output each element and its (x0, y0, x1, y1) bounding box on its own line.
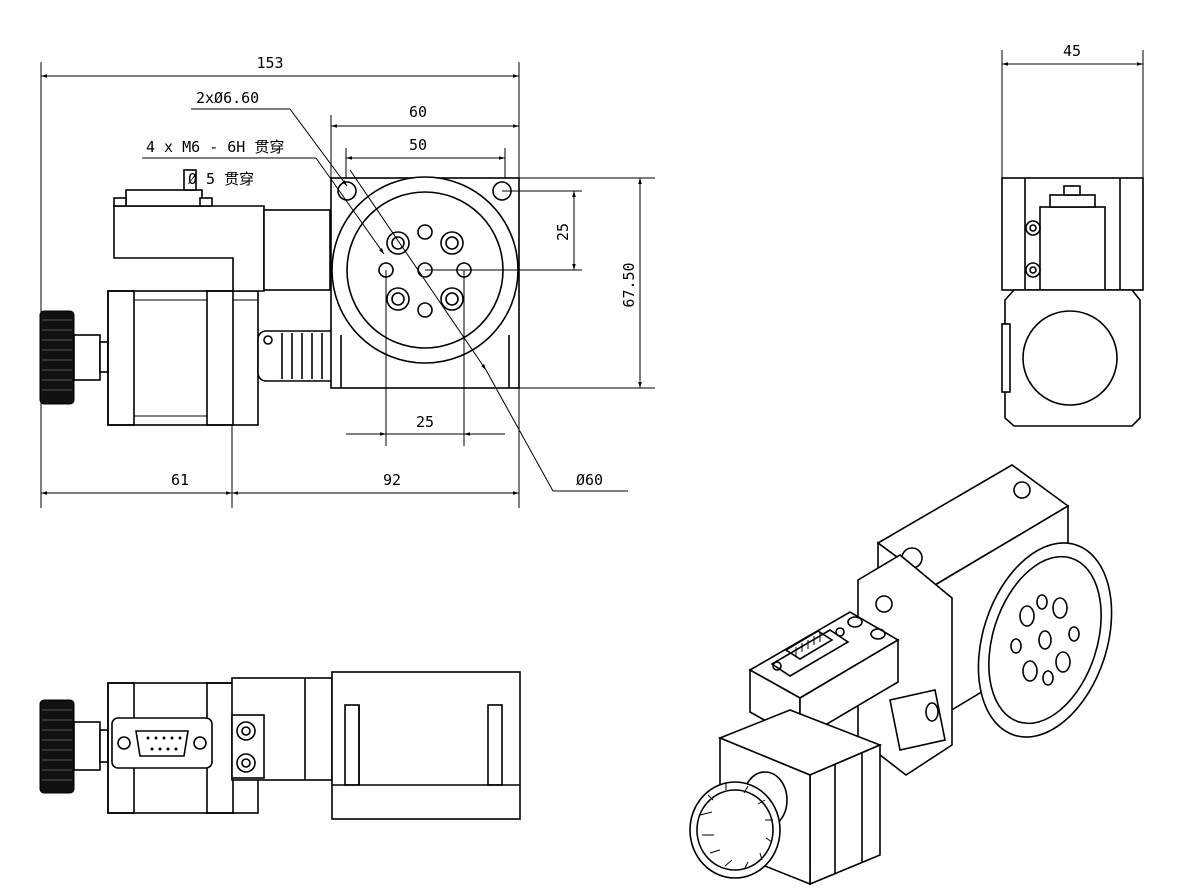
note-through-hole: Ø 5 贯穿 (188, 170, 254, 188)
dim-flange-outer: 60 (409, 103, 427, 121)
dim-flange-inner: 50 (409, 136, 427, 154)
dim-hole-spacing-horizontal: 25 (416, 413, 434, 431)
note-tapped-holes: 4 x M6 - 6H 贯穿 (146, 138, 284, 156)
dim-motor-side: 61 (171, 471, 189, 489)
dim-overall-width: 153 (256, 54, 283, 72)
isometric-view (689, 464, 1113, 886)
note-mount-holes: 2xØ6.60 (196, 89, 259, 107)
note-diameter: Ø60 (576, 471, 603, 489)
dim-side-width: 45 (1063, 42, 1081, 60)
top-view: 153 60 50 25 67.50 25 61 92 2xØ6.60 4 x … (39, 54, 655, 508)
side-view: 45 (1001, 42, 1144, 427)
dim-height: 67.50 (620, 262, 638, 307)
dim-stage-side: 92 (383, 471, 401, 489)
front-view (39, 671, 521, 820)
dim-hole-spacing-vertical: 25 (554, 223, 572, 241)
